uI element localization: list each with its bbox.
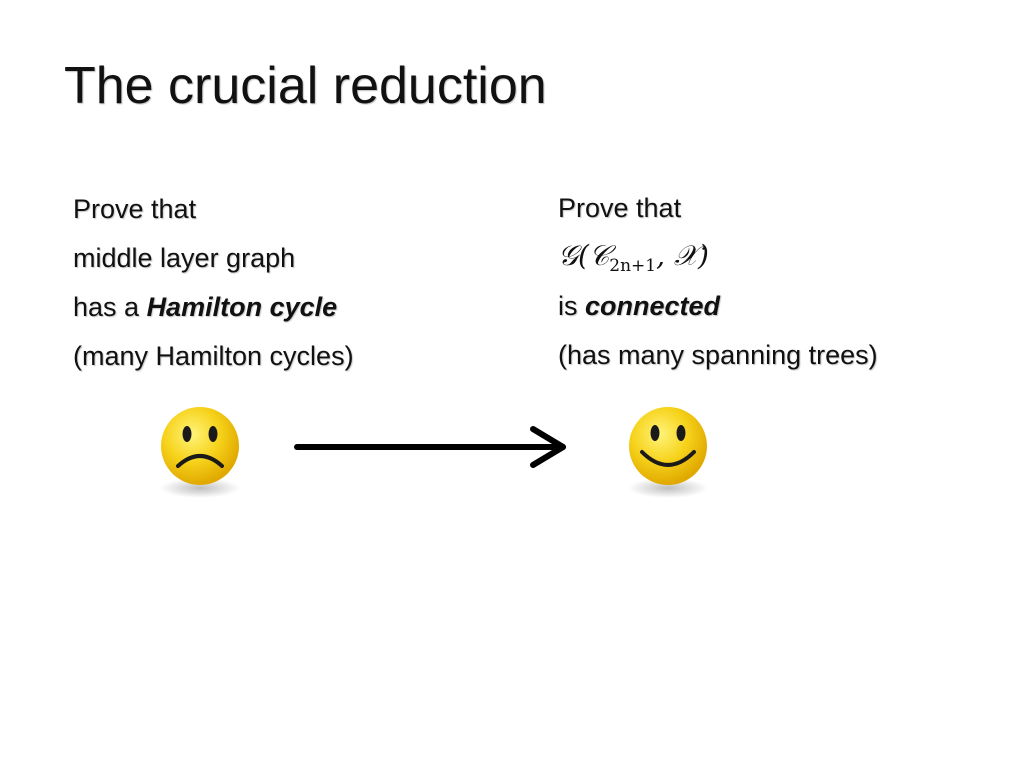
left-line-many-cycles: (many Hamilton cycles) (73, 341, 354, 371)
right-line-spanning-trees: (has many spanning trees) (558, 340, 878, 370)
right-arrow-icon (294, 426, 566, 468)
formula-open: ( (577, 239, 589, 272)
formula-subscript: 2n+1 (609, 256, 657, 276)
formula-comma: , (656, 239, 674, 272)
hamilton-cycle-emphasis: Hamilton cycle (146, 292, 338, 322)
right-line3-prefix: is (558, 291, 585, 321)
formula-x: 𝒳 (673, 239, 699, 272)
formula-g: 𝒢 (558, 239, 578, 272)
graph-formula: 𝒢(𝒞2n+1, 𝒳) (558, 239, 709, 277)
right-line-prove-that: Prove that (558, 193, 682, 223)
formula-close: ) (698, 239, 709, 272)
sad-face-icon (160, 407, 240, 498)
left-line-hamilton-cycle: has a Hamilton cycle (73, 292, 337, 323)
slide-title: The crucial reduction (64, 57, 547, 115)
formula-c: 𝒞 (588, 239, 610, 272)
connected-emphasis: connected (585, 291, 721, 321)
left-line3-prefix: has a (73, 292, 147, 322)
right-statement: Prove that 𝒢(𝒞2n+1, 𝒳) is connected (has… (558, 193, 978, 393)
happy-face-icon (628, 407, 708, 498)
right-line-connected: is connected (558, 291, 720, 322)
left-statement: Prove that middle layer graph has a Hami… (73, 194, 493, 394)
left-line-prove-that: Prove that (73, 194, 197, 224)
left-line-middle-layer-graph: middle layer graph (73, 243, 296, 273)
